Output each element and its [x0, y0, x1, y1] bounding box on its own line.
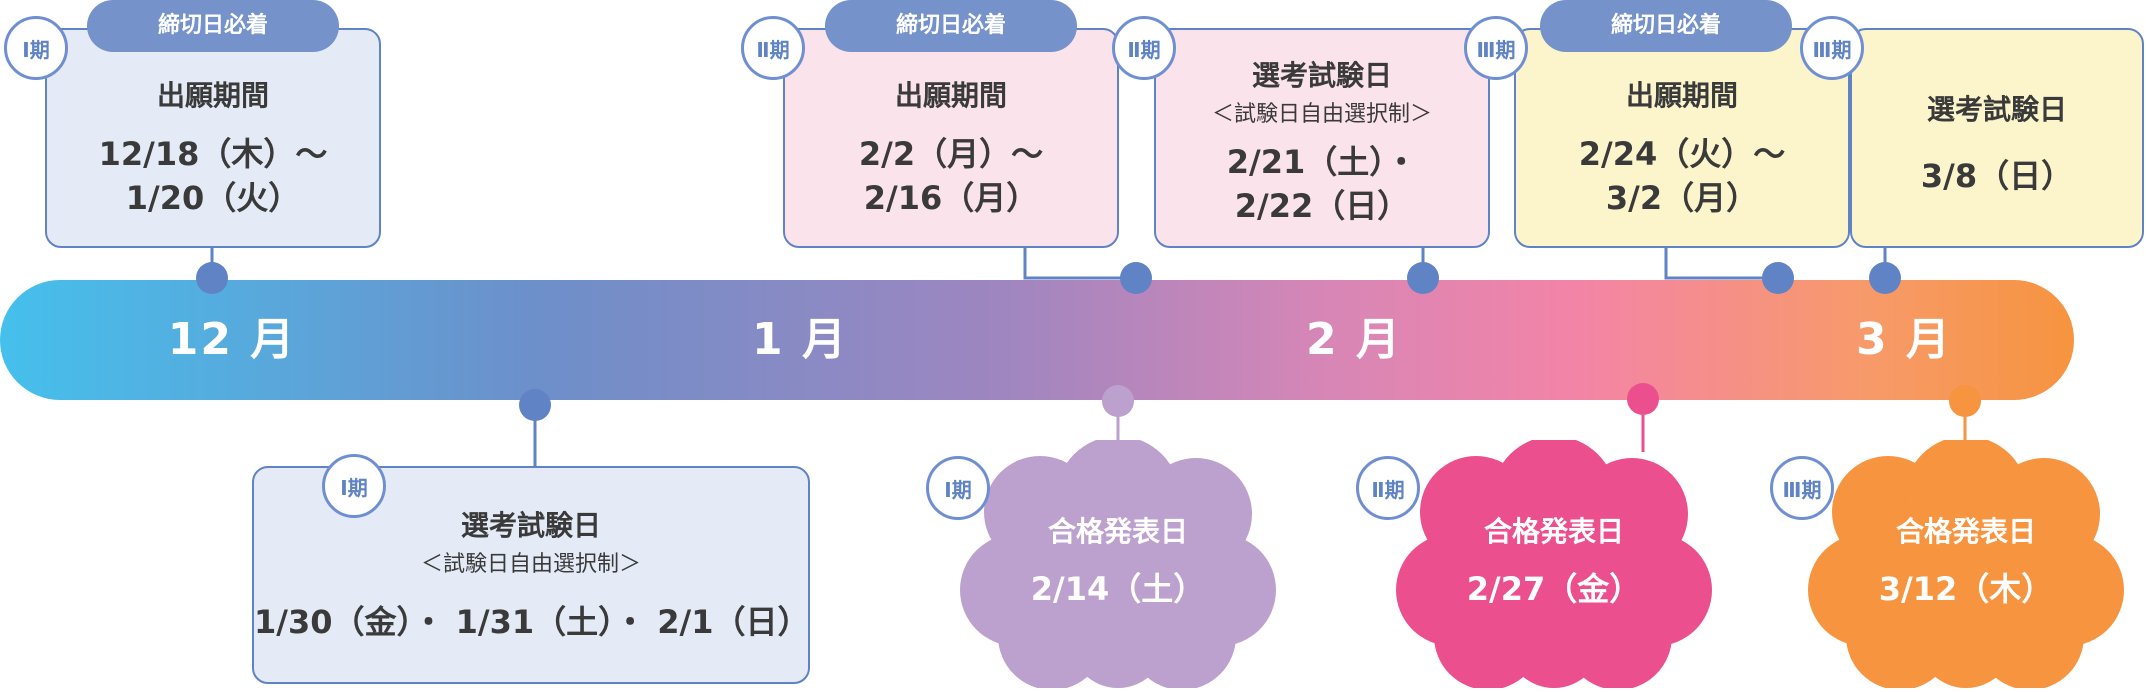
month-label-feb: 2 月: [1306, 314, 1402, 365]
period-bubble-result-p3: Ⅲ期: [1770, 456, 1834, 520]
card-date-line1: 2/21（土）・: [1226, 143, 1418, 181]
cloud-shape: [1808, 436, 2124, 690]
timeline-band: [0, 280, 2074, 400]
period-bubble-result-p2: Ⅱ期: [1356, 456, 1420, 520]
card-heading: 出願期間: [894, 79, 1007, 112]
period-bubble-p3-exam: Ⅲ期: [1800, 16, 1864, 80]
connector-p2-application: [1023, 246, 1136, 280]
card-date-line1: 2/2（月）～: [858, 135, 1044, 173]
result-date: 3/12（木）: [1878, 570, 2054, 608]
dot-p3-application: [1762, 262, 1794, 294]
card-date-line1: 1/30（金）・ 1/31（土）・ 2/1（日）: [254, 603, 810, 641]
card-p2-exam: 選考試験日 ＜試験日自由選択制＞ 2/21（土）・ 2/22（日）: [1154, 28, 1490, 248]
deadline-badge-p1: 締切日必着: [87, 0, 339, 52]
deadline-badge-p2: 締切日必着: [825, 0, 1077, 52]
card-p3-exam: 選考試験日 3/8（日）: [1850, 28, 2144, 248]
card-subheading: ＜試験日自由選択制＞: [420, 552, 641, 577]
card-heading: 出願期間: [156, 79, 269, 112]
card-date-line2: 2/16（月）: [863, 179, 1039, 217]
result-date: 2/27（金）: [1466, 570, 1642, 608]
period-bubble-p1-exam: Ⅰ期: [322, 454, 386, 518]
card-p2-application: 出願期間 2/2（月）～ 2/16（月）: [783, 28, 1119, 248]
card-date-line2: 2/22（日）: [1234, 187, 1410, 225]
result-title: 合格発表日: [1483, 515, 1624, 548]
result-cloud-p3: 合格発表日 3/12（木）: [1808, 436, 2124, 690]
card-heading: 出願期間: [1625, 79, 1738, 112]
deadline-badge-p3: 締切日必着: [1540, 0, 1792, 52]
card-date-line1: 2/24（火）～: [1578, 135, 1786, 173]
dot-p3-exam: [1869, 262, 1901, 294]
dot-p1-application: [196, 262, 228, 294]
card-date-line1: 3/8（日）: [1920, 157, 2074, 195]
dot-p1-exam: [519, 389, 551, 421]
result-title: 合格発表日: [1895, 515, 2036, 548]
dot-p2-application: [1120, 262, 1152, 294]
result-title: 合格発表日: [1047, 515, 1188, 548]
month-label-mar: 3 月: [1856, 314, 1952, 365]
card-date-line2: 3/2（月）: [1605, 179, 1759, 217]
period-bubble-p1-application: Ⅰ期: [4, 16, 68, 80]
card-p3-application: 出願期間 2/24（火）～ 3/2（月）: [1514, 28, 1850, 248]
card-p1-application: 出願期間 12/18（木）～ 1/20（火）: [45, 28, 381, 248]
month-label-dec: 12 月: [167, 314, 297, 365]
result-cloud-p2: 合格発表日 2/27（金）: [1396, 436, 1712, 690]
connector-p3-application: [1664, 246, 1778, 280]
card-date-line1: 12/18（木）～: [98, 135, 328, 173]
dot-result-p1: [1102, 385, 1134, 417]
result-date: 2/14（土）: [1030, 570, 1206, 608]
month-label-jan: 1 月: [752, 314, 848, 365]
dot-result-p3: [1949, 385, 1981, 417]
card-date-line2: 1/20（火）: [125, 179, 301, 217]
period-bubble-result-p1: Ⅰ期: [926, 456, 990, 520]
card-heading: 選考試験日: [1926, 93, 2067, 126]
result-cloud-p1: 合格発表日 2/14（土）: [960, 436, 1276, 690]
dot-p2-exam: [1407, 262, 1439, 294]
period-bubble-p2-exam: Ⅱ期: [1112, 16, 1176, 80]
card-heading: 選考試験日: [460, 509, 601, 542]
card-heading: 選考試験日: [1251, 59, 1392, 92]
period-bubble-p2-application: Ⅱ期: [741, 16, 805, 80]
cloud-shape: [1396, 436, 1712, 690]
dot-result-p2: [1627, 383, 1659, 415]
card-subheading: ＜試験日自由選択制＞: [1211, 102, 1432, 127]
period-bubble-p3-application: Ⅲ期: [1464, 16, 1528, 80]
cloud-shape: [960, 436, 1276, 690]
